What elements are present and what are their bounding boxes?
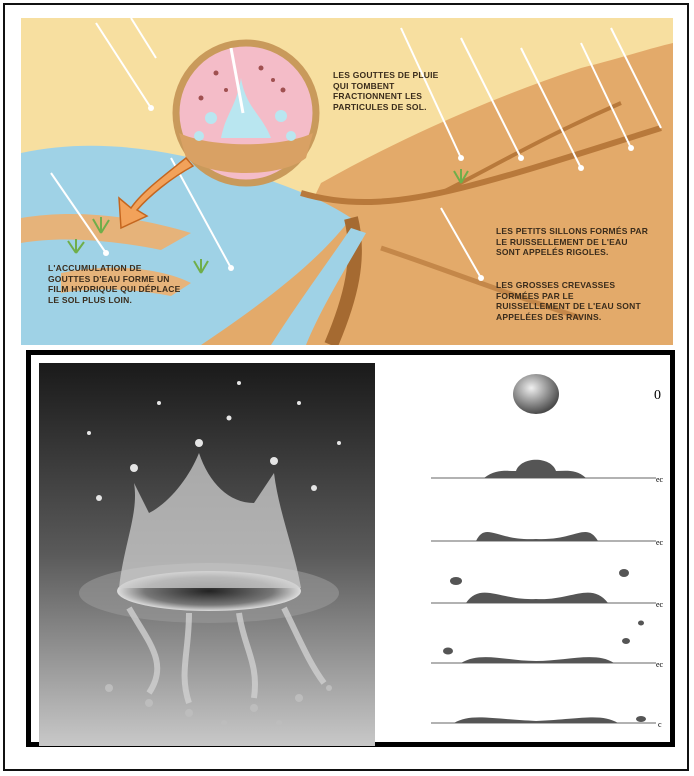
- splash-erosion-illustration: LES GOUTTES DE PLUIE QUI TOMBENT FRACTIO…: [21, 18, 673, 345]
- stage-label: c: [658, 720, 662, 729]
- drop-impact-stages: 0 ec ec ec ec c: [386, 361, 666, 741]
- splash-photo: [39, 363, 375, 746]
- stage-label: ec: [656, 660, 664, 669]
- stage-label: ec: [656, 600, 664, 609]
- stage-label: ec: [656, 475, 664, 484]
- caption-rills: LES PETITS SILLONS FORMÉS PAR LE RUISSEL…: [496, 226, 648, 258]
- stage-label: ec: [656, 538, 664, 547]
- caption-water-film: L'ACCUMULATION DE GOUTTES D'EAU FORME UN…: [48, 263, 181, 305]
- caption-raindrops: LES GOUTTES DE PLUIE QUI TOMBENT FRACTIO…: [333, 70, 439, 112]
- caption-gullies: LES GROSSES CREVASSES FORMÉES PAR LE RUI…: [496, 280, 641, 322]
- drop-impact-panel: 0 ec ec ec ec c: [26, 350, 675, 747]
- impact-shapes: [443, 460, 646, 723]
- falling-drop: [513, 374, 559, 414]
- stage-label: 0: [654, 388, 661, 403]
